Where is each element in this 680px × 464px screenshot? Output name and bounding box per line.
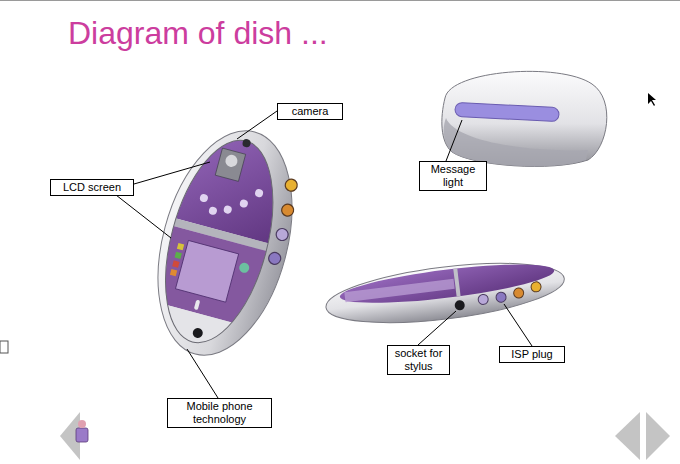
photo — [215, 148, 245, 181]
button — [284, 178, 299, 193]
message-light-bar — [455, 102, 560, 121]
leader-line — [418, 311, 456, 345]
face-outline — [146, 129, 293, 355]
callout-label: socket for stylus — [390, 347, 447, 373]
leader-line — [187, 349, 218, 398]
button — [513, 287, 524, 298]
button — [495, 292, 506, 303]
button — [530, 281, 541, 292]
icon — [254, 188, 264, 198]
closed-shadow — [444, 118, 588, 166]
button — [275, 227, 290, 242]
label-box: ISP plug — [499, 346, 565, 363]
color-key — [175, 252, 182, 259]
leader-line — [237, 111, 277, 139]
callout-label: Message light — [422, 163, 484, 189]
stylus-socket — [454, 300, 465, 311]
stylus-tip — [194, 300, 200, 311]
bottom-area — [132, 299, 258, 369]
nav-forward — [646, 412, 670, 460]
callout-label: camera — [280, 105, 340, 118]
side-face — [338, 257, 556, 311]
label-box: Mobile phone technology — [167, 398, 272, 428]
home-icon — [78, 420, 86, 428]
button — [267, 251, 282, 266]
mouse-cursor — [648, 93, 656, 106]
label-box: Message light — [419, 161, 487, 191]
home-icon — [76, 428, 88, 442]
nav-back — [615, 412, 640, 460]
leader-line — [504, 304, 532, 346]
button — [280, 203, 295, 218]
label-box: LCD screen — [50, 179, 134, 196]
photo-face — [224, 154, 239, 169]
camera-lens — [242, 138, 252, 148]
icon — [208, 206, 218, 216]
leader-line — [116, 195, 171, 238]
button — [478, 294, 489, 305]
color-key — [177, 243, 184, 250]
callout-label: LCD screen — [53, 181, 131, 194]
leader-lines — [116, 111, 532, 398]
label-box: camera — [277, 103, 343, 120]
callout-label: ISP plug — [502, 348, 562, 361]
icon — [239, 199, 249, 209]
leader-line — [134, 162, 210, 184]
callout-label: Mobile phone technology — [170, 400, 269, 426]
touch-screen — [175, 240, 238, 302]
icon — [223, 205, 233, 215]
closed-shell — [442, 71, 607, 166]
icon — [199, 193, 209, 203]
speaker-icon — [0, 341, 8, 353]
device-closed — [442, 71, 607, 166]
top-rule — [0, 0, 680, 1]
device-front — [132, 115, 314, 370]
color-key — [172, 260, 179, 267]
phone-mic — [192, 327, 204, 339]
icon — [238, 262, 250, 274]
side-screen — [344, 279, 454, 302]
color-key — [170, 269, 177, 276]
slide-title: Diagram of dish ... — [68, 15, 328, 51]
side-hinge — [453, 268, 460, 296]
leader-line — [446, 120, 462, 161]
device-shell — [135, 116, 314, 370]
label-box: socket for stylus — [387, 345, 450, 375]
